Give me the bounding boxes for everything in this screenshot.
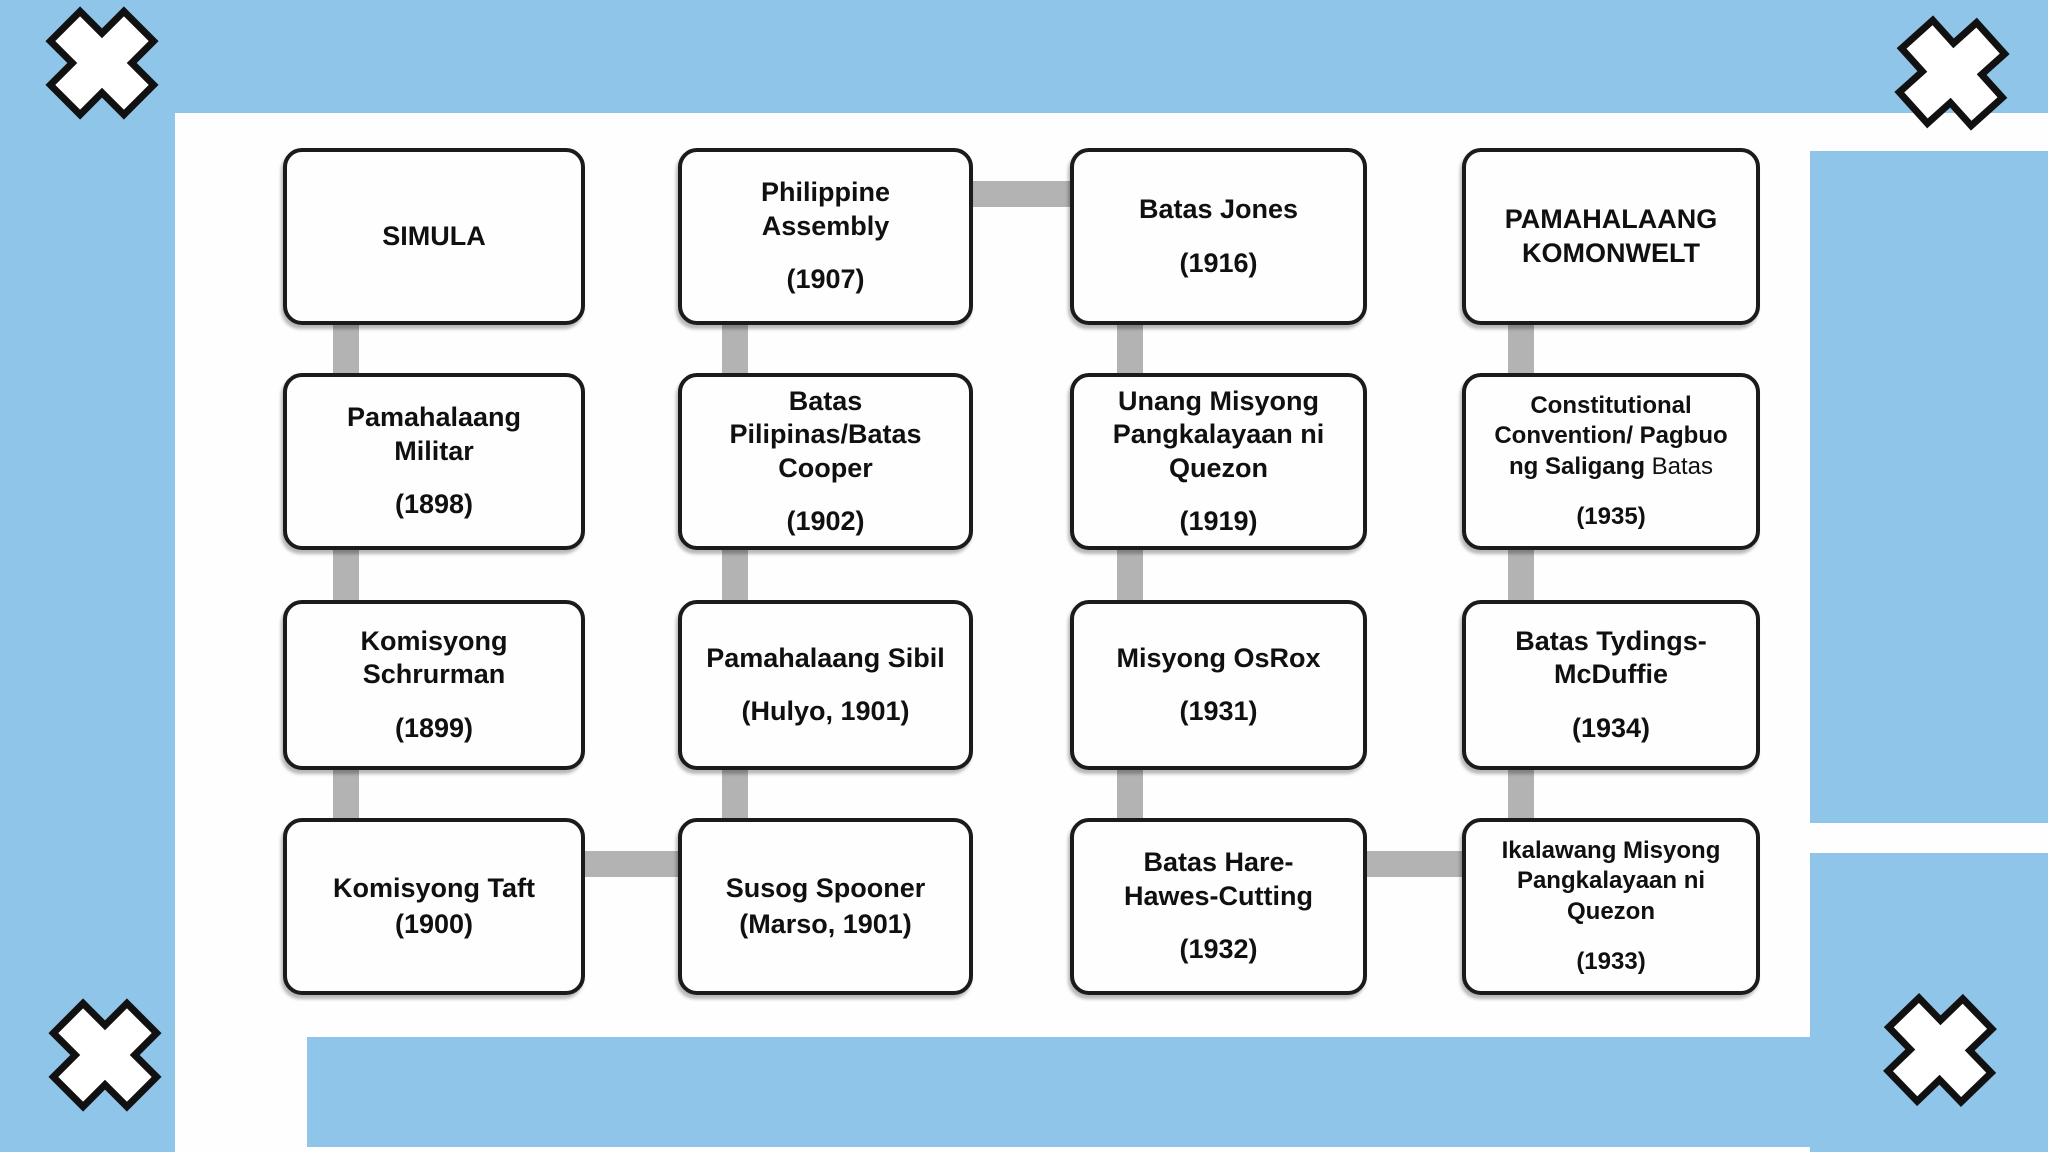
flow-box-year: (Hulyo, 1901): [741, 696, 910, 726]
flow-box-year: (1935): [1576, 502, 1646, 530]
flow-box-year: (Marso, 1901): [739, 908, 912, 939]
flow-box-label: SIMULA: [382, 220, 486, 251]
flow-box-label: Batas Tydings-McDuffie(1934): [1466, 621, 1756, 749]
connector-batas-hare-hawes-cutting-to-ikalawang-misyong-pangkalayaan: [1361, 851, 1468, 877]
flow-box-year: (1919): [1179, 505, 1258, 536]
flow-box-label: Batas Jones(1916): [1074, 189, 1363, 284]
flow-box-batas-hare-hawes-cutting: Batas Hare-Hawes-Cutting(1932): [1070, 818, 1367, 995]
flow-box-misyong-osrox: Misyong OsRox(1931): [1070, 600, 1367, 770]
flow-box-label: Susog Spooner(Marso, 1901): [682, 868, 969, 945]
connector-komisyong-schrurman-to-komisyong-taft: [333, 764, 359, 824]
cross-x-icon-bottom-right: [1883, 993, 1997, 1107]
connector-komisyong-taft-to-susog-spooner: [579, 851, 684, 877]
connector-pamahalaang-sibil-to-batas-pilipinas-cooper: [722, 544, 748, 606]
connector-simula-to-pamahalaang-militar: [333, 319, 359, 379]
connector-misyong-osrox-to-batas-hare-hawes-cutting: [1117, 764, 1143, 824]
cross-x-icon-bottom-left: [48, 998, 162, 1112]
flow-box-pamahalaang-sibil: Pamahalaang Sibil(Hulyo, 1901): [678, 600, 973, 770]
connector-philippine-assembly-to-batas-jones: [967, 181, 1076, 207]
flow-box-year: (1902): [786, 505, 865, 536]
background-bottom-white-strip: [307, 1147, 1810, 1152]
flow-box-year: (1900): [394, 908, 474, 939]
cross-x-icon-top-left: [45, 6, 159, 120]
connector-ikalawang-misyong-pangkalayaan-to-batas-tydings-mcduffie: [1508, 764, 1534, 824]
connector-batas-tydings-mcduffie-to-constitutional-convention: [1508, 544, 1534, 606]
background-right-white-gap: [1810, 823, 2048, 853]
connector-batas-jones-to-unang-misyong-pangkalayaan: [1117, 319, 1143, 379]
background-left-white-strip: [175, 1030, 307, 1152]
flow-box-year: (1934): [1571, 712, 1651, 743]
flow-box-label: Misyong OsRox(1931): [1074, 638, 1363, 733]
flow-box-label: Pamahalaang Sibil(Hulyo, 1901): [682, 638, 969, 733]
flow-box-year: (1907): [786, 264, 865, 295]
flow-box-year: (1931): [1179, 696, 1258, 726]
flow-box-label: Batas Hare-Hawes-Cutting(1932): [1074, 842, 1363, 970]
connector-susog-spooner-to-pamahalaang-sibil: [722, 764, 748, 824]
flow-box-batas-tydings-mcduffie: Batas Tydings-McDuffie(1934): [1462, 600, 1760, 770]
connector-constitutional-convention-to-pamahalaang-komonwelt: [1508, 319, 1534, 379]
flow-box-year: (1898): [394, 489, 474, 520]
flow-box-year: (1933): [1576, 947, 1646, 975]
cross-x-icon-top-right: [1894, 15, 2010, 131]
flow-box-label: Komisyong Taft(1900): [287, 868, 581, 945]
connector-unang-misyong-pangkalayaan-to-misyong-osrox: [1117, 544, 1143, 606]
flow-box-year: (1899): [394, 712, 474, 743]
flow-box-komisyong-taft: Komisyong Taft(1900): [283, 818, 585, 995]
flow-box-batas-jones: Batas Jones(1916): [1070, 148, 1367, 325]
flow-box-susog-spooner: Susog Spooner(Marso, 1901): [678, 818, 973, 995]
connector-batas-pilipinas-cooper-to-philippine-assembly: [722, 319, 748, 379]
flow-box-year: (1916): [1179, 247, 1258, 278]
flow-box-simula: SIMULA: [283, 148, 585, 325]
connector-pamahalaang-militar-to-komisyong-schrurman: [333, 544, 359, 606]
flow-box-year: (1932): [1179, 934, 1258, 965]
